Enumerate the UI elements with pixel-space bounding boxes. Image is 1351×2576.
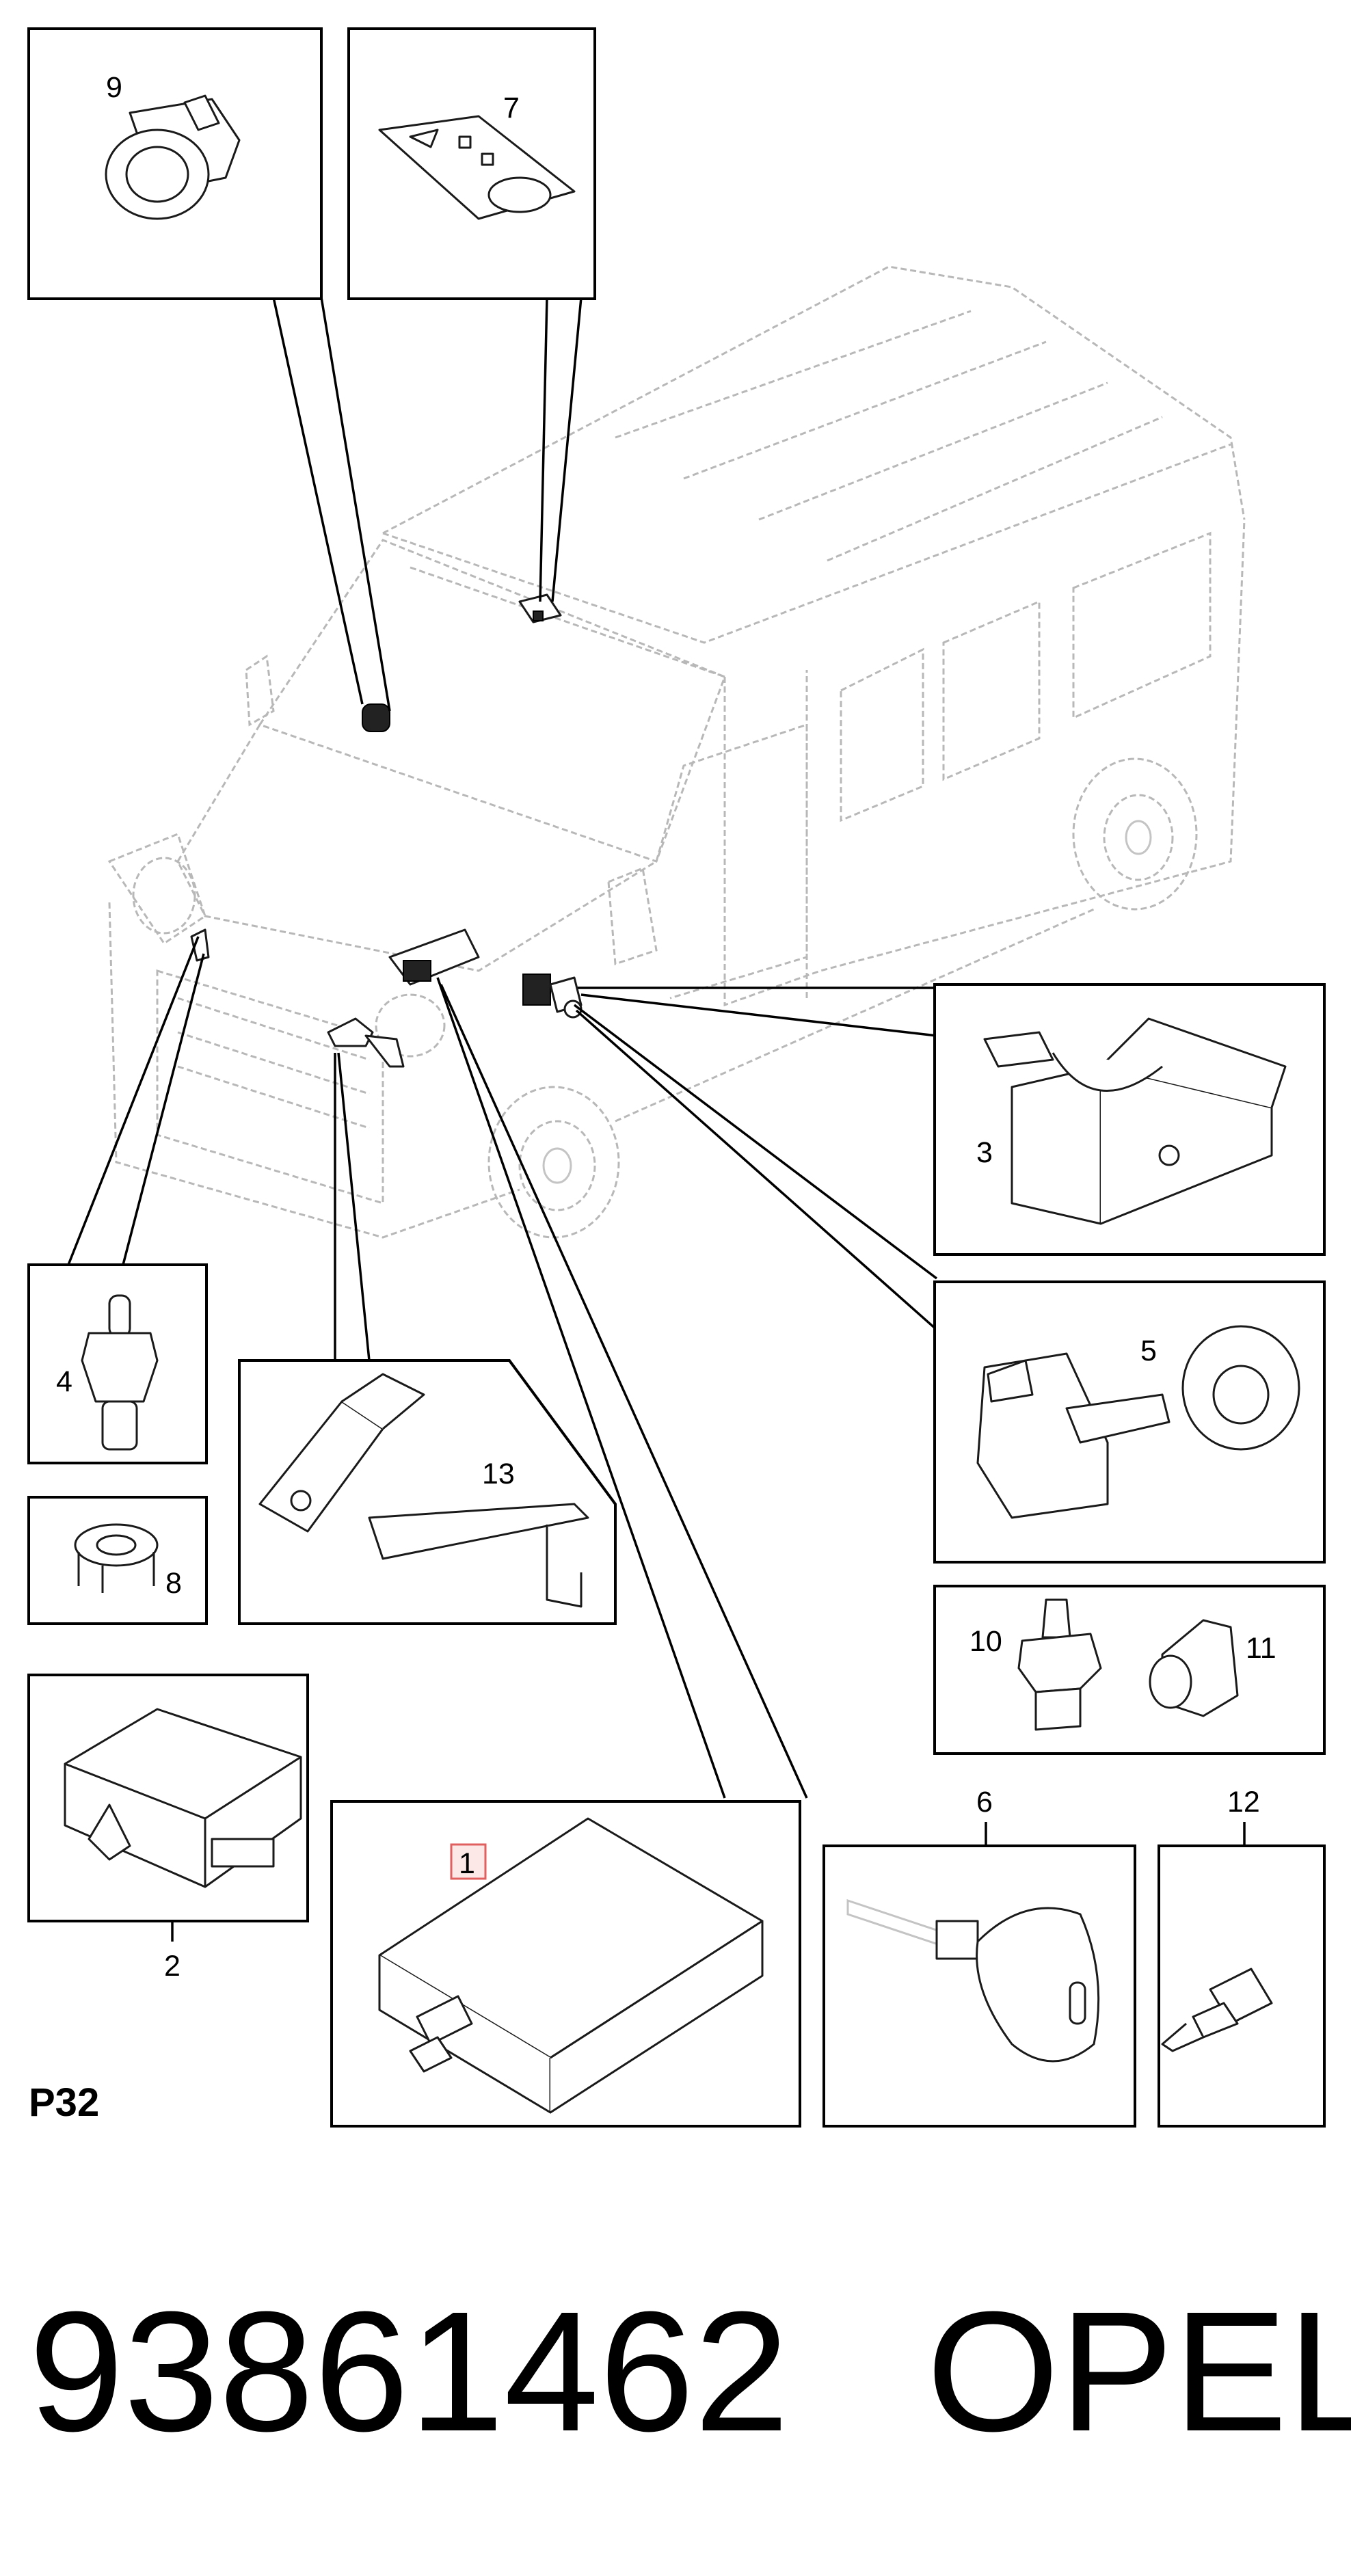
callout-10: 10	[969, 1625, 1002, 1658]
grommet-icon	[1149, 1619, 1239, 1717]
page-group-label: P32	[29, 2080, 99, 2125]
callout-13: 13	[482, 1458, 515, 1490]
pin-sensor-icon	[81, 1294, 159, 1451]
van-outline-icon	[107, 265, 1246, 1239]
callout-7: 7	[503, 92, 520, 124]
sensor-plug-icon	[1017, 1598, 1102, 1731]
callout-4: 4	[56, 1365, 72, 1398]
leader-lines	[67, 297, 938, 1799]
brand-name: OPEL	[926, 2276, 1351, 2467]
callout-11: 11	[1246, 1632, 1276, 1665]
callout-2: 2	[164, 1950, 180, 1983]
antenna-ring-icon	[105, 94, 241, 220]
callout-9: 9	[106, 71, 122, 104]
bracket-module-icon	[983, 1017, 1287, 1225]
control-unit-icon	[64, 1708, 302, 1888]
part-number: 93861462	[29, 2276, 789, 2467]
part-box-10-11	[933, 1585, 1326, 1755]
sensor-connector-icon	[976, 1325, 1300, 1519]
installed-parts	[190, 593, 583, 1068]
sensor-bracket-icon	[258, 1373, 589, 1608]
callout-6: 6	[976, 1786, 993, 1819]
transceiver-module-icon	[378, 1817, 764, 2114]
sensor-plate-icon	[378, 115, 576, 220]
callout-8: 8	[165, 1567, 182, 1600]
retaining-clip-icon	[74, 1523, 159, 1593]
key-icon	[846, 1899, 1100, 2063]
callout-1: 1	[459, 1847, 475, 1880]
callout-3: 3	[976, 1136, 993, 1169]
callout-5: 5	[1140, 1334, 1157, 1367]
screw-icon	[1161, 1968, 1273, 2052]
highlight-box	[450, 1843, 487, 1880]
callout-12: 12	[1227, 1786, 1260, 1819]
